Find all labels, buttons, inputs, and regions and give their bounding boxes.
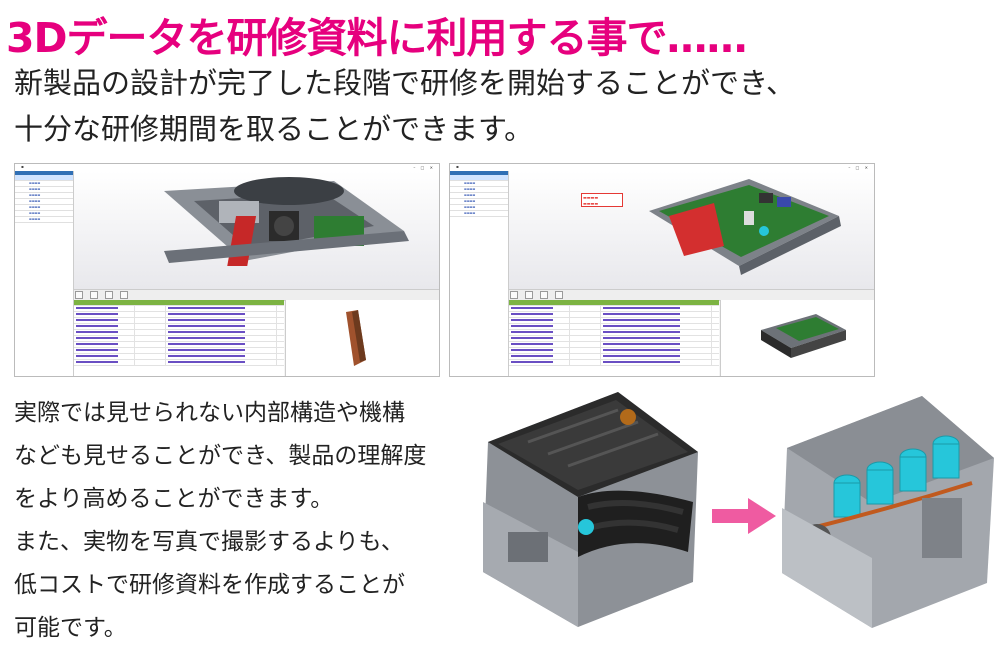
tree-item[interactable]: ▬▬▬▬ xyxy=(15,193,73,199)
table-row[interactable] xyxy=(509,330,719,336)
device-render xyxy=(164,177,409,266)
parts-table xyxy=(74,300,284,376)
software-screenshot-2: ▪ – □ ✕ ▬▬▬▬ ▬▬▬▬ ▬▬▬▬ ▬▬▬▬ ▬▬▬▬ ▬▬▬▬ ▬▬… xyxy=(449,163,875,377)
table-row[interactable] xyxy=(74,330,284,336)
tree-item[interactable]: ▬▬▬▬ xyxy=(15,199,73,205)
tree-header xyxy=(450,171,508,175)
body-text: 実際では見せられない内部構造や機構 なども見せることができ、製品の理解度 をより… xyxy=(14,392,426,650)
software-screenshot-1: ▪ – □ ✕ ▬▬▬▬ ▬▬▬▬ ▬▬▬▬ ▬▬▬▬ ▬▬▬▬ ▬▬▬▬ ▬▬… xyxy=(14,163,440,377)
body-line: 低コストで研修資料を作成することが xyxy=(14,572,405,598)
tree-item[interactable]: ▬▬▬▬ xyxy=(15,211,73,217)
tree-item[interactable]: ▬▬▬▬ xyxy=(15,205,73,211)
table-row[interactable] xyxy=(509,354,719,360)
part-preview-panel xyxy=(285,300,439,376)
tree-item[interactable]: ▬▬▬▬ xyxy=(15,181,73,187)
part-tree-panel: ▬▬▬▬ ▬▬▬▬ ▬▬▬▬ ▬▬▬▬ ▬▬▬▬ ▬▬▬▬ ▬▬▬▬ xyxy=(15,171,74,376)
pcb-render xyxy=(649,179,841,275)
tree-header xyxy=(15,171,73,175)
part-tree-panel: ▬▬▬▬ ▬▬▬▬ ▬▬▬▬ ▬▬▬▬ ▬▬▬▬ ▬▬▬▬ xyxy=(450,171,509,376)
body-line: をより高めることができます。 xyxy=(14,486,334,512)
parts-table xyxy=(509,300,719,376)
window-title: ▪ xyxy=(21,164,24,169)
table-row[interactable] xyxy=(509,324,719,330)
tree-item[interactable]: ▬▬▬▬ xyxy=(450,211,508,217)
cable-part-render xyxy=(346,310,366,366)
table-row[interactable] xyxy=(74,324,284,330)
annotation-callout: ▬▬▬▬▬▬▬▬ xyxy=(581,193,623,207)
tool-icon[interactable] xyxy=(555,291,564,299)
intro-line: 十分な研修期間を取ることができます。 xyxy=(14,112,534,146)
tree-item[interactable]: ▬▬▬▬ xyxy=(450,205,508,211)
intro-text: 新製品の設計が完了した段階で研修を開始することができ、 十分な研修期間を取ること… xyxy=(14,60,795,152)
window-close-icon[interactable]: – □ ✕ xyxy=(848,165,870,170)
tool-icon[interactable] xyxy=(90,291,99,299)
tree-item[interactable]: ▬▬▬▬ xyxy=(15,217,73,223)
table-row[interactable] xyxy=(74,336,284,342)
body-line: 可能です。 xyxy=(14,615,127,641)
tool-icon[interactable] xyxy=(75,291,83,299)
tree-item[interactable]: ▬▬▬▬ xyxy=(450,193,508,199)
table-row[interactable] xyxy=(74,360,284,366)
board-part-render xyxy=(761,314,846,358)
arrow-right-icon xyxy=(712,498,776,534)
table-header-row xyxy=(74,300,284,306)
table-row[interactable] xyxy=(74,306,284,312)
tree-item[interactable] xyxy=(450,175,508,181)
table-row[interactable] xyxy=(74,348,284,354)
body-line: また、実物を写真で撮影するよりも、 xyxy=(14,529,404,555)
tool-icon[interactable] xyxy=(540,291,549,299)
table-header-row xyxy=(509,300,719,306)
table-row[interactable] xyxy=(74,354,284,360)
tool-icon[interactable] xyxy=(525,291,534,299)
table-row[interactable] xyxy=(509,342,719,348)
engine-exterior-render xyxy=(483,392,698,627)
part-preview-panel xyxy=(720,300,874,376)
tool-icon[interactable] xyxy=(105,291,114,299)
window-title: ▪ xyxy=(456,164,459,169)
3d-viewport[interactable]: ▬▬▬▬▬▬▬▬ xyxy=(509,171,874,289)
tree-item[interactable]: ▬▬▬▬ xyxy=(450,199,508,205)
headline: 3Dデータを研修資料に利用する事で…… xyxy=(6,14,748,62)
tool-icon[interactable] xyxy=(510,291,518,299)
tree-item[interactable]: ▬▬▬▬ xyxy=(450,181,508,187)
table-row[interactable] xyxy=(509,348,719,354)
table-row[interactable] xyxy=(509,306,719,312)
tree-item[interactable] xyxy=(15,175,73,181)
table-row[interactable] xyxy=(509,318,719,324)
body-line: 実際では見せられない内部構造や機構 xyxy=(14,400,405,426)
tool-icon[interactable] xyxy=(120,291,129,299)
window-close-icon[interactable]: – □ ✕ xyxy=(413,165,435,170)
body-line: なども見せることができ、製品の理解度 xyxy=(14,443,427,469)
table-row[interactable] xyxy=(74,318,284,324)
tree-item[interactable]: ▬▬▬▬ xyxy=(15,187,73,193)
table-row[interactable] xyxy=(74,342,284,348)
engine-cutaway-render xyxy=(782,396,994,628)
table-row[interactable] xyxy=(74,312,284,318)
table-row[interactable] xyxy=(509,360,719,366)
3d-viewport[interactable] xyxy=(74,171,439,289)
table-row[interactable] xyxy=(509,312,719,318)
table-row[interactable] xyxy=(509,336,719,342)
intro-line: 新製品の設計が完了した段階で研修を開始することができ、 xyxy=(14,66,795,100)
tree-item[interactable]: ▬▬▬▬ xyxy=(450,187,508,193)
